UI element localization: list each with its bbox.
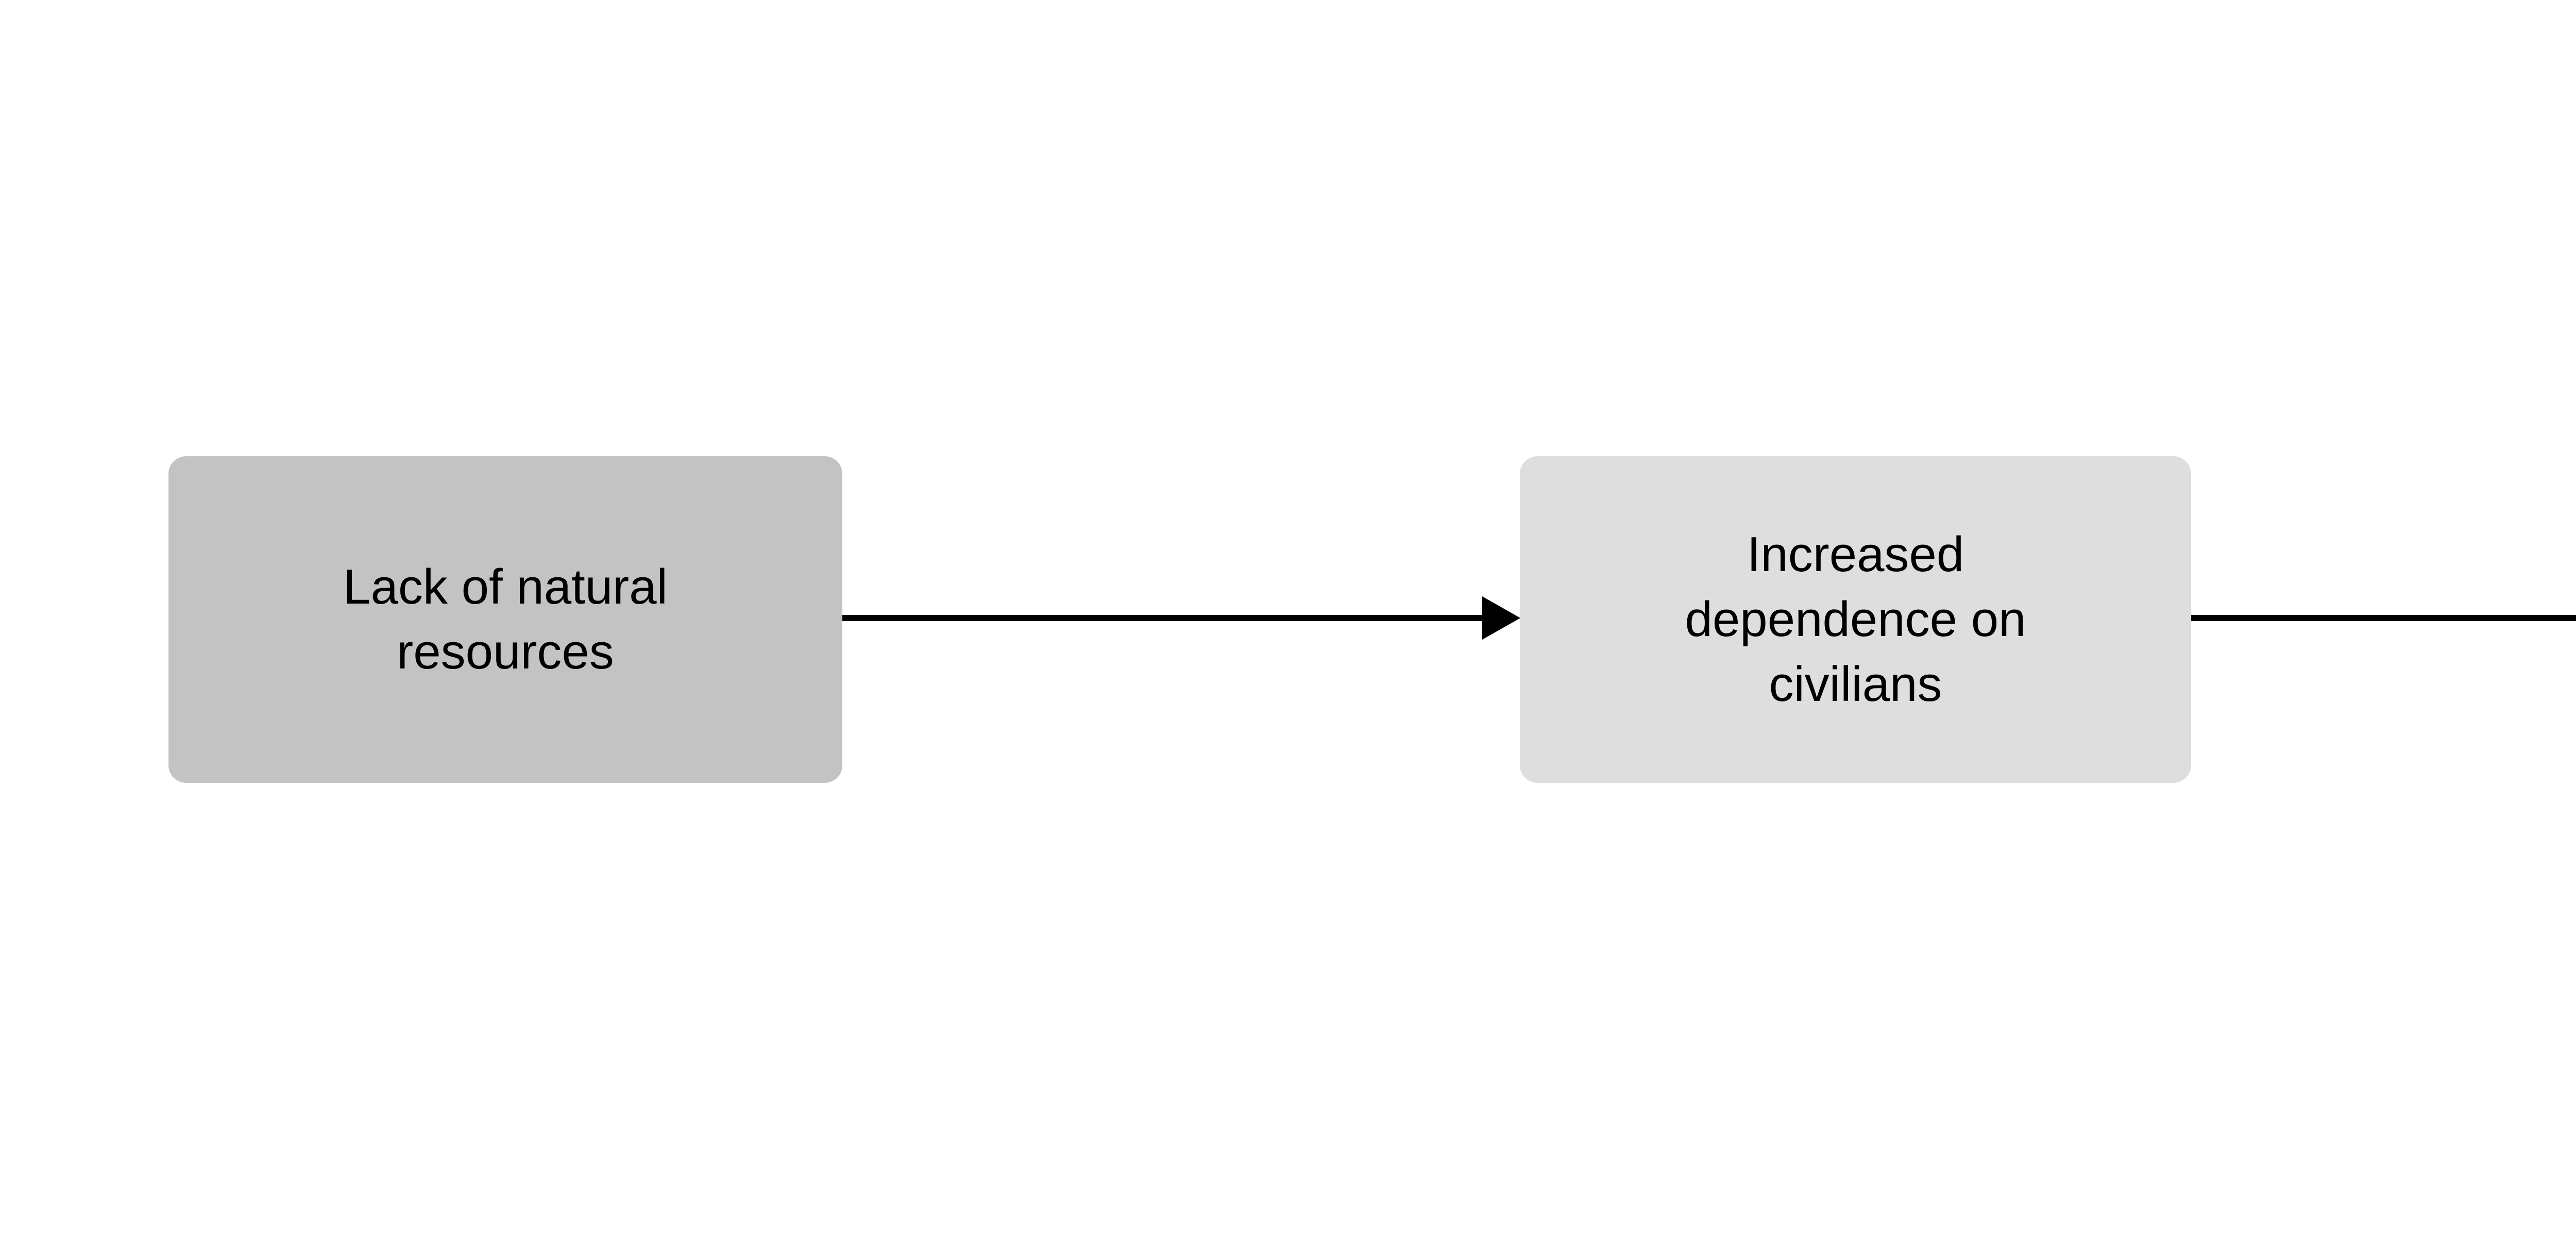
node-label-increased-dependence-on-civilians: Increased dependence on civilians (1685, 527, 2026, 712)
arrow-shaft (2191, 615, 2576, 621)
arrow-shaft (842, 615, 1484, 621)
node-increased-dependence-on-civilians: Increased dependence on civilians (1520, 456, 2191, 783)
node-label-lack-of-natural-resources: Lack of natural resources (343, 559, 668, 679)
node-lack-of-natural-resources: Lack of natural resources (168, 456, 842, 783)
arrowhead-right-icon (1482, 596, 1520, 640)
